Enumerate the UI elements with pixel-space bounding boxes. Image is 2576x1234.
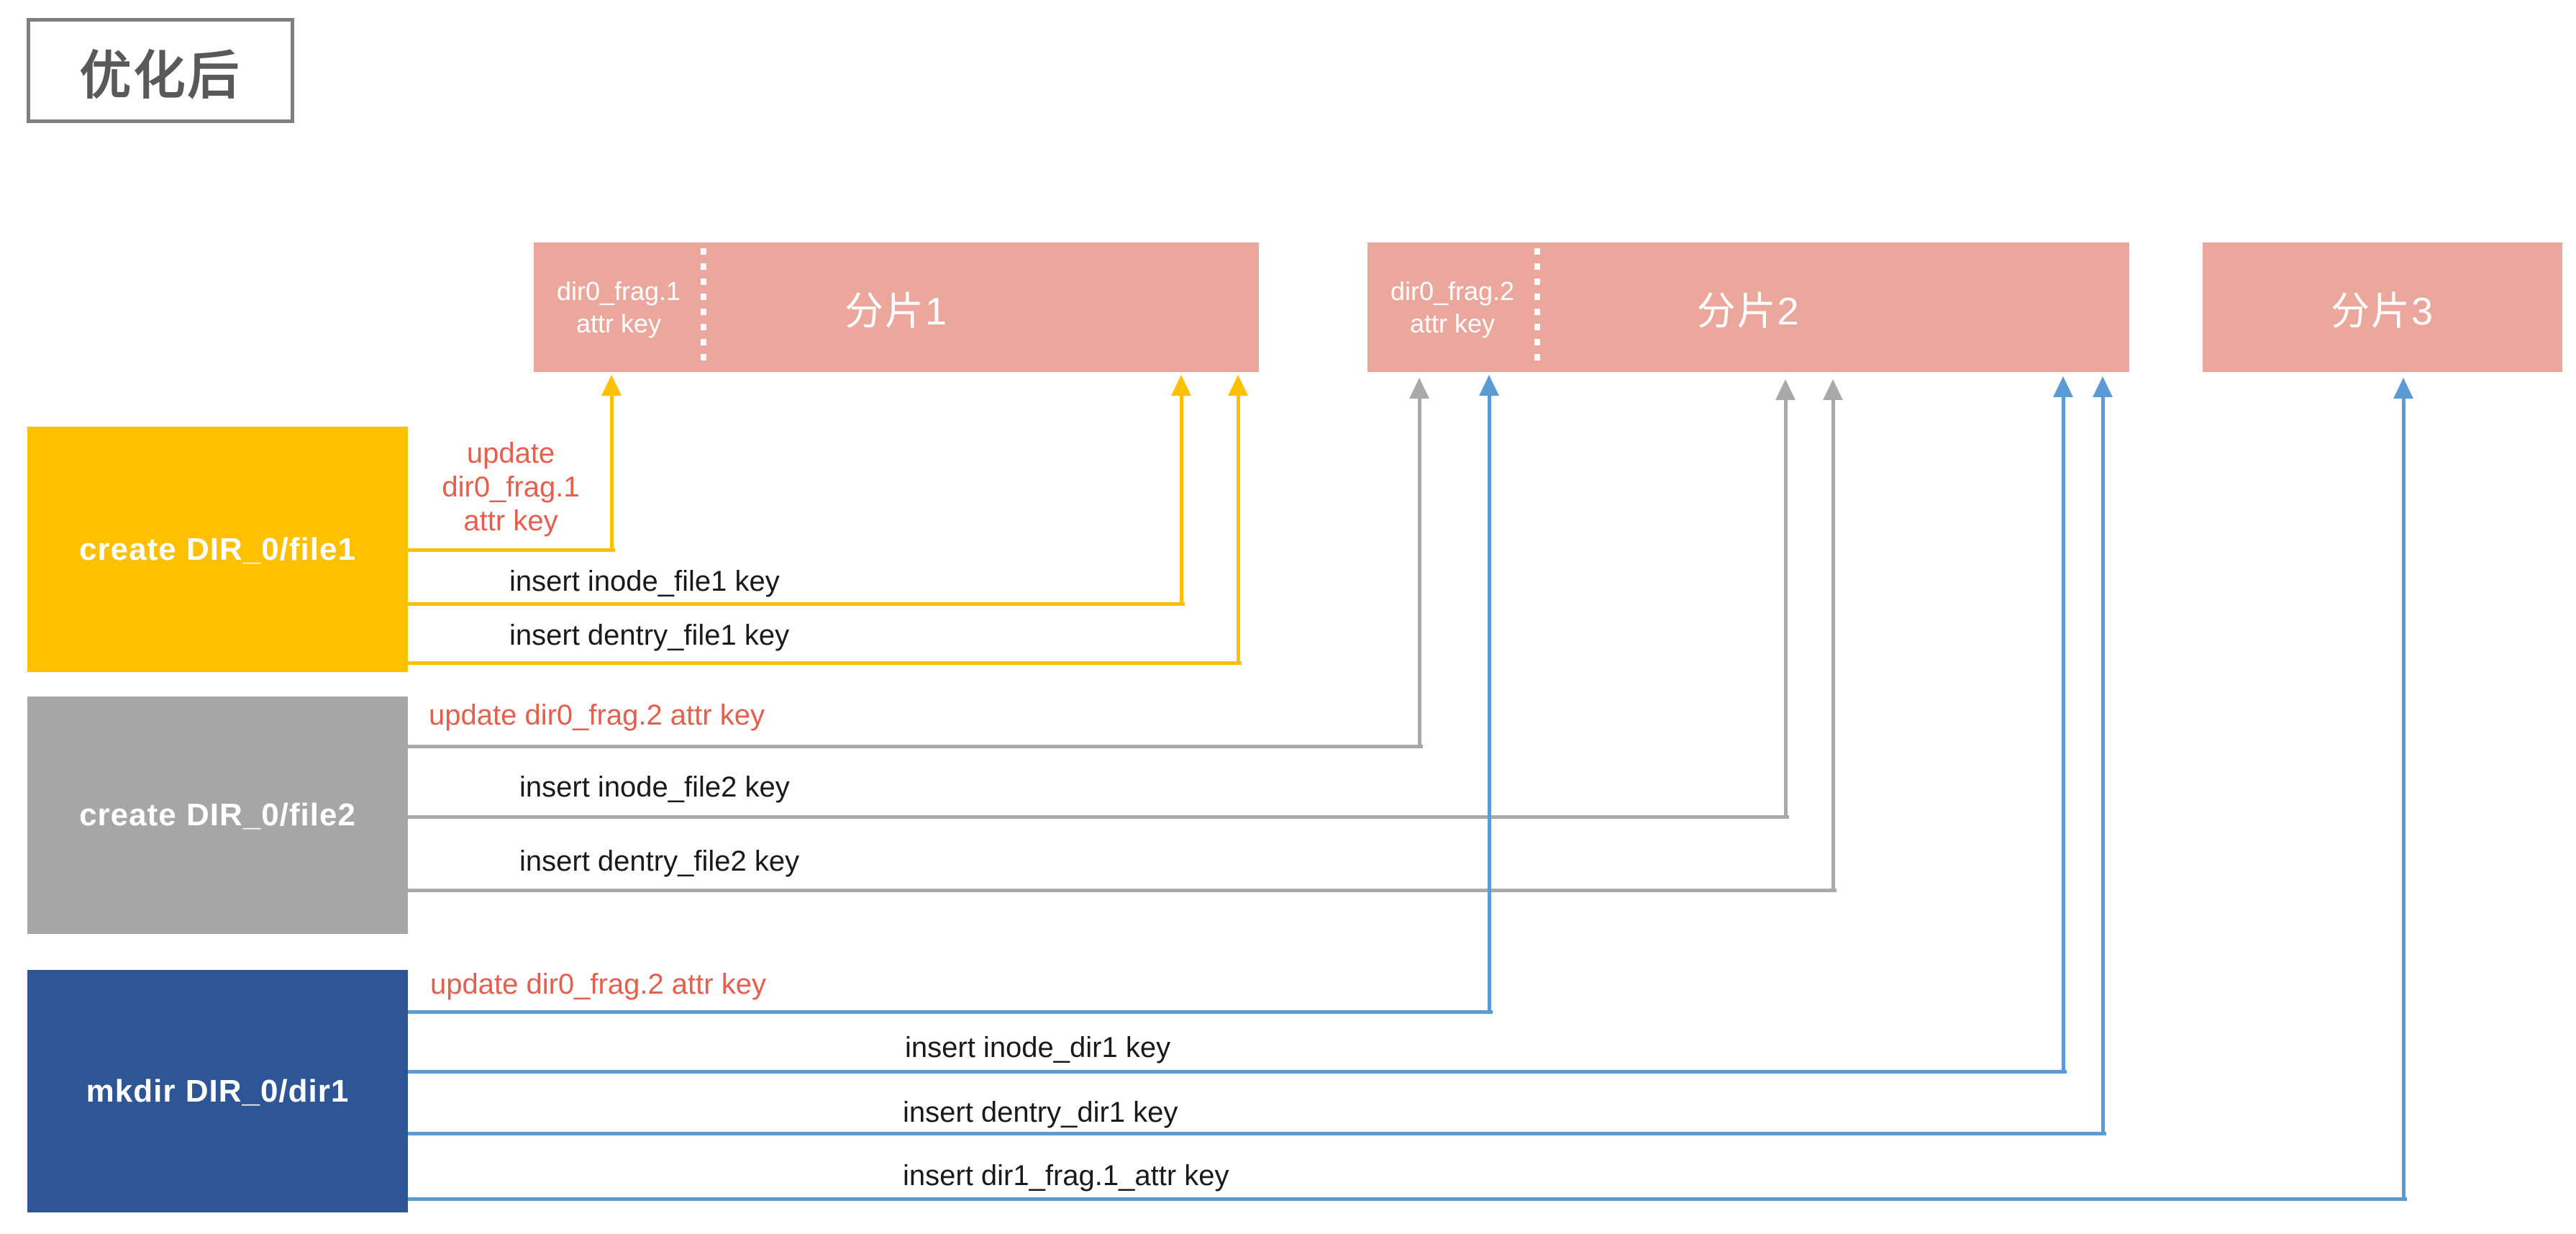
- fragment-2-label: 分片2: [1367, 242, 2129, 372]
- fragment-2-attr-line2: attr key: [1409, 309, 1496, 338]
- label-dir1-insert-dentry: insert dentry_dir1 key: [903, 1097, 1178, 1128]
- fragment-2-attr-key-label: dir0_frag.2 attr key: [1367, 242, 1537, 372]
- label-file2-insert-inode: insert inode_file2 key: [519, 771, 790, 803]
- operation-mkdir-dir1-label: mkdir DIR_0/dir1: [86, 1073, 350, 1109]
- connector-file1-dentry-hline: [408, 661, 1242, 665]
- connector-dir1-fragattr-hline: [408, 1197, 2407, 1201]
- fragment-1-name: 分片1: [844, 289, 949, 333]
- connector-file1-dentry-vline: [1237, 394, 1240, 665]
- connector-dir1-update-vline: [1488, 394, 1491, 1014]
- label-dir1-insert-fragattr: insert dir1_frag.1_attr key: [903, 1160, 1229, 1192]
- fragment-1-attr-line1: dir0_frag.1: [556, 276, 681, 306]
- connector-file2-dentry-vline: [1831, 396, 1835, 892]
- page-title: 优化后: [79, 47, 242, 105]
- connector-dir1-dentry-vline: [2101, 395, 2105, 1135]
- label-file1-update-line1: update: [466, 437, 555, 469]
- fragment-3-box: 分片3: [2203, 242, 2562, 372]
- connector-file2-dentry-hline: [408, 889, 1837, 892]
- label-file1-update: update dir0_frag.1 attr key: [406, 437, 615, 538]
- fragment-1-label: 分片1: [534, 242, 1259, 372]
- label-file1-update-line3: attr key: [463, 505, 558, 537]
- label-dir1-insert-inode: insert inode_dir1 key: [905, 1032, 1171, 1063]
- connector-file1-dentry-arrowhead: [1228, 375, 1248, 396]
- fragment-2-box: 分片2 dir0_frag.2 attr key: [1367, 242, 2129, 372]
- connector-dir1-inode-hline: [408, 1070, 2067, 1074]
- operation-create-file2-box: create DIR_0/file2: [27, 697, 408, 934]
- fragment-3-label: 分片3: [2203, 242, 2562, 372]
- connector-file2-inode-vline: [1784, 396, 1788, 819]
- label-file2-insert-dentry: insert dentry_file2 key: [519, 845, 800, 877]
- connector-file1-inode-hline: [408, 602, 1185, 606]
- fragment-2-attr-line1: dir0_frag.2: [1390, 276, 1515, 306]
- fragment-1-dashed-divider: [701, 248, 706, 366]
- connector-file2-update-arrowhead: [1409, 378, 1429, 399]
- operation-create-file1-label: create DIR_0/file1: [79, 531, 356, 567]
- connector-dir1-inode-vline: [2062, 395, 2065, 1074]
- connector-dir1-dentry-arrowhead: [2093, 376, 2113, 397]
- fragment-3-name: 分片3: [2330, 289, 2435, 333]
- connector-file1-update-vline: [610, 394, 614, 552]
- connector-dir1-update-hline: [408, 1010, 1493, 1014]
- operation-create-file2-label: create DIR_0/file2: [79, 797, 356, 833]
- connector-dir1-fragattr-vline: [2402, 396, 2406, 1201]
- label-file1-update-line2: dir0_frag.1: [442, 471, 580, 503]
- connector-dir1-fragattr-arrowhead: [2393, 378, 2413, 399]
- connector-file1-inode-vline: [1180, 394, 1183, 606]
- fragment-2-name: 分片2: [1696, 289, 1801, 333]
- connector-file2-update-vline: [1418, 394, 1421, 748]
- connector-file2-inode-hline: [408, 815, 1789, 819]
- connector-file2-inode-arrowhead: [1775, 379, 1796, 400]
- connector-file1-update-hline: [408, 548, 615, 552]
- label-file2-update: update dir0_frag.2 attr key: [429, 699, 765, 731]
- connector-file2-update-hline: [408, 745, 1423, 748]
- operation-create-file1-box: create DIR_0/file1: [27, 427, 408, 672]
- fragment-1-attr-line2: attr key: [575, 309, 662, 338]
- connector-file1-update-arrowhead: [601, 375, 622, 396]
- connector-dir1-update-arrowhead: [1479, 375, 1499, 396]
- connector-file2-dentry-arrowhead: [1823, 379, 1843, 400]
- connector-file1-inode-arrowhead: [1171, 375, 1191, 396]
- connector-dir1-dentry-hline: [408, 1132, 2106, 1135]
- fragment-1-box: 分片1 dir0_frag.1 attr key: [534, 242, 1259, 372]
- fragment-1-attr-key-label: dir0_frag.1 attr key: [534, 242, 704, 372]
- label-file1-insert-dentry: insert dentry_file1 key: [509, 620, 790, 651]
- connector-dir1-inode-arrowhead: [2053, 376, 2073, 397]
- label-file1-insert-inode: insert inode_file1 key: [509, 566, 780, 597]
- title-box: 优化后: [27, 18, 294, 123]
- fragment-2-dashed-divider: [1534, 248, 1540, 366]
- operation-mkdir-dir1-box: mkdir DIR_0/dir1: [27, 970, 408, 1212]
- label-dir1-update: update dir0_frag.2 attr key: [430, 968, 766, 1000]
